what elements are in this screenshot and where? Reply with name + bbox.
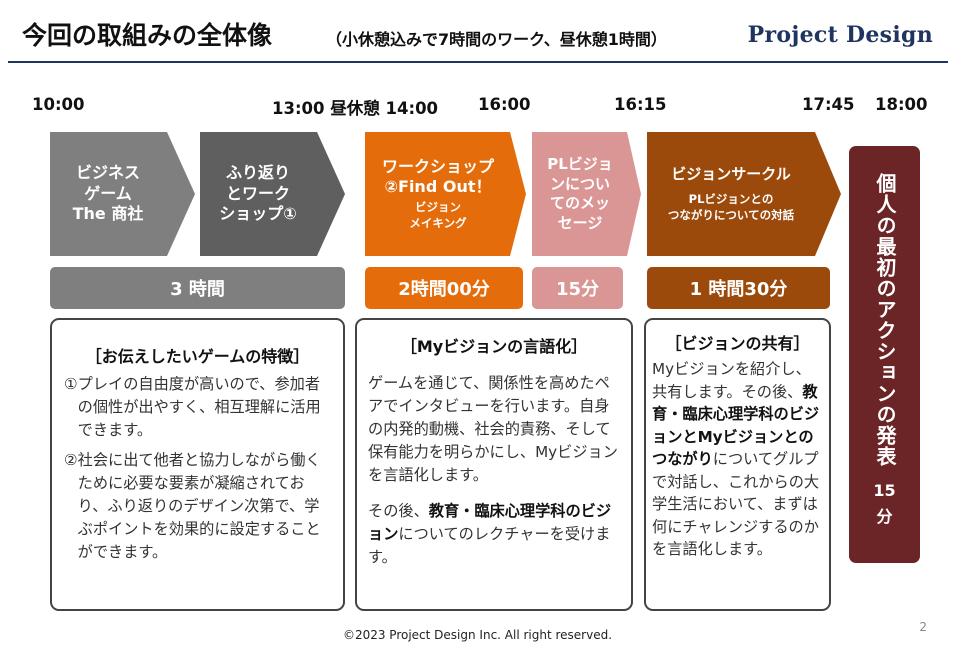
list-item-number: ② bbox=[64, 451, 78, 469]
block-vision-circle-sub: PLビジョンとの つながりについての対話 bbox=[667, 192, 795, 222]
chevron-business-game bbox=[50, 132, 195, 256]
list-item-text: 社会に出て他者と協力しながら働くために必要な要素が凝縮されており、ふり返りのデザ… bbox=[77, 451, 321, 561]
card-game-features: ［お伝えしたいゲームの特徴］ ① プレイの自由度が高いので、参加者の個性が出やす… bbox=[50, 318, 345, 611]
final-action-box: 個人の最初のアクションの発表 15 分 bbox=[849, 146, 920, 563]
list-item: ① プレイの自由度が高いので、参加者の個性が出やすく、相互理解に活用できます。 bbox=[64, 373, 334, 442]
time-label-1000: 10:00 bbox=[32, 95, 85, 114]
card-my-vision: ［Myビジョンの言語化］ ゲームを通じて、関係性を高めたペアでインタビューを行い… bbox=[355, 318, 633, 611]
block-vision-circle: ビジョンサークル PLビジョンとの つながりについての対話 bbox=[647, 132, 815, 256]
card-vision-share: ［ビジョンの共有］ Myビジョンを紹介し、共有します。その後、教育・臨床心理学科… bbox=[644, 318, 831, 611]
time-label-1800: 18:00 bbox=[875, 95, 928, 114]
block-workshop2: ワークショップ ②Find Out！ ビジョン メイキング bbox=[365, 132, 511, 256]
block-business-game: ビジネス ゲーム The 商社 bbox=[52, 132, 164, 256]
card-game-body: ① プレイの自由度が高いので、参加者の個性が出やすく、相互理解に活用できます。 … bbox=[64, 373, 334, 564]
card-game-heading: ［お伝えしたいゲームの特徴］ bbox=[85, 347, 310, 366]
chevron-reflection bbox=[200, 132, 345, 256]
footer-copyright: ©2023 Project Design Inc. All right rese… bbox=[342, 628, 613, 642]
block-pl-vision: PLビジョ ンについ てのメッ セージ bbox=[532, 132, 628, 256]
page-number: 2 bbox=[919, 620, 927, 634]
list-item: ② 社会に出て他者と協力しながら働くために必要な要素が凝縮されており、ふり返りの… bbox=[64, 449, 334, 564]
final-action-minutes: 15 分 bbox=[873, 481, 896, 526]
duration-bar-15m: 15分 bbox=[532, 267, 623, 309]
share-post: についてグルプで対話し、これからの大学生活において、まずは何にチャレンジするのか… bbox=[652, 450, 820, 558]
para2-post: についてのレクチャーを受けます。 bbox=[368, 525, 611, 566]
time-label-1745: 17:45 bbox=[802, 95, 855, 114]
para2-emphasis: 教育・臨床心理学科のビジョン bbox=[368, 502, 611, 543]
duration-bar-3h: 3 時間 bbox=[50, 267, 345, 309]
card-my-vision-para2: その後、教育・臨床心理学科のビジョンについてのレクチャーを受けます。 bbox=[368, 500, 624, 569]
block-pl-vision-label: PLビジョ ンについ てのメッ セージ bbox=[547, 155, 613, 232]
block-reflection: ふり返り とワーク ショップ① bbox=[202, 132, 314, 256]
chevron-pl-vision bbox=[532, 132, 641, 256]
list-item-number: ① bbox=[64, 375, 78, 393]
block-business-game-label: ビジネス ゲーム The 商社 bbox=[72, 162, 144, 224]
block-vision-circle-label: ビジョンサークル bbox=[671, 164, 791, 183]
final-action-label: 個人の最初のアクションの発表 bbox=[873, 173, 897, 467]
time-label-1300-lunch: 13:00 昼休憩 14:00 bbox=[272, 99, 439, 118]
block-reflection-label: ふり返り とワーク ショップ① bbox=[219, 162, 297, 224]
duration-bar-1h30m: 1 時間30分 bbox=[647, 267, 830, 309]
card-my-vision-para1: ゲームを通じて、関係性を高めたペアでインタビューを行います。自身の内発的動機、社… bbox=[368, 374, 618, 484]
timeline-chevrons bbox=[50, 132, 841, 256]
card-my-vision-heading: ［Myビジョンの言語化］ bbox=[400, 337, 588, 356]
title-divider bbox=[8, 61, 948, 63]
page-subtitle: （小休憩込みで7時間のワーク、昼休憩1時間） bbox=[326, 30, 667, 49]
share-pre: Myビジョンを紹介し、共有します。その後、 bbox=[652, 360, 811, 401]
chevron-vision-circle bbox=[647, 132, 841, 256]
share-emphasis: 教育・臨床心理学科のビジョンとMyビジョンとのつながり bbox=[652, 382, 820, 469]
card-vision-share-body: Myビジョンを紹介し、共有します。その後、教育・臨床心理学科のビジョンとMyビジ… bbox=[652, 358, 824, 561]
time-label-1600: 16:00 bbox=[478, 95, 531, 114]
list-item-text: プレイの自由度が高いので、参加者の個性が出やすく、相互理解に活用できます。 bbox=[77, 375, 321, 439]
chevron-workshop2 bbox=[365, 132, 526, 256]
block-workshop2-sub: ビジョン メイキング bbox=[409, 200, 467, 230]
duration-bar-2h: 2時間00分 bbox=[365, 267, 523, 309]
card-vision-share-heading: ［ビジョンの共有］ bbox=[665, 334, 810, 353]
card-my-vision-body: ゲームを通じて、関係性を高めたペアでインタビューを行います。自身の内発的動機、社… bbox=[368, 372, 624, 569]
page-title: 今回の取組みの全体像 bbox=[22, 21, 273, 50]
brand-logo: Project Design bbox=[747, 22, 933, 48]
para2-pre: その後、 bbox=[368, 502, 429, 520]
time-label-1615: 16:15 bbox=[614, 95, 667, 114]
block-workshop2-label: ワークショップ ②Find Out！ bbox=[381, 156, 494, 197]
